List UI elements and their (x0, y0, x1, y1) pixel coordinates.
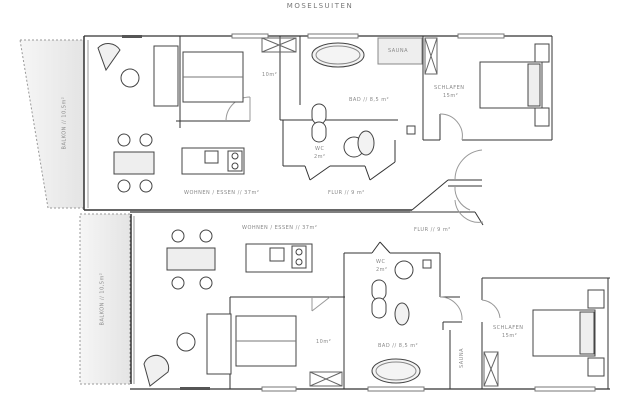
balcony-top (19, 39, 85, 209)
balcony-bottom (79, 213, 131, 385)
kitchen-island-top (181, 147, 245, 175)
label-schlafen-top: SCHLAFEN (434, 85, 465, 91)
top-unit (19, 33, 553, 211)
bottom-unit (79, 199, 610, 392)
label-wc-top: WC (315, 146, 325, 152)
plan-title: MOSELSUITEN (286, 2, 354, 10)
sauna-top (377, 37, 423, 65)
label-ankleide-bottom: 10m² (316, 339, 332, 345)
label-bad-top: BAD // 8,5 m² (349, 97, 390, 103)
label-schlafen-area-top: 15m² (443, 93, 459, 99)
label-wc-area-top: 2m² (314, 154, 326, 160)
label-sauna-top: SAUNA (388, 48, 409, 54)
label-flur-bottom: FLUR // 9 m² (414, 227, 451, 233)
label-wohnen-bottom: WOHNEN / ESSEN // 37m² (242, 225, 318, 231)
label-flur-top: FLUR // 9 m² (328, 190, 365, 196)
sofa-bottom (206, 313, 232, 375)
closet-top (261, 37, 438, 75)
label-bad-bottom: BAD // 8,5 m² (378, 343, 419, 349)
label-schlafen-area-bottom: 15m² (502, 333, 518, 339)
bathtub-bottom (371, 358, 421, 384)
label-balkon-top: BALKON // 10,5m² (61, 96, 68, 150)
label-ankleide-top: 10m² (262, 72, 278, 78)
dining-table-top (113, 151, 155, 175)
label-sauna-bottom: SAUNA (459, 347, 466, 369)
label-wc-bottom: WC (376, 259, 386, 265)
kitchen-island-bottom (245, 243, 313, 273)
label-wc-area-bottom: 2m² (376, 267, 388, 273)
bathtub-top (311, 42, 365, 68)
label-schlafen-bottom: SCHLAFEN (493, 325, 524, 331)
label-wohnen-top: WOHNEN / ESSEN // 37m² (184, 190, 260, 196)
sofa-top (153, 45, 179, 107)
dining-table-bottom (166, 247, 216, 271)
label-balkon-bottom: BALKON // 10,5m² (99, 272, 106, 326)
